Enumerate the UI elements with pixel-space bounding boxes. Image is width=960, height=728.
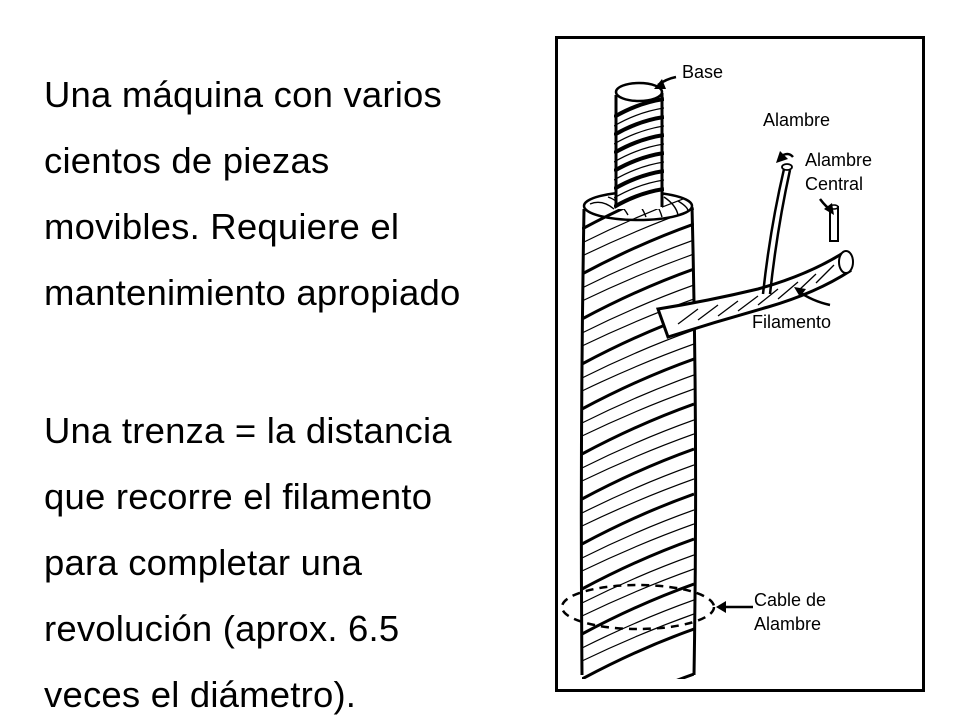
label-cable-line1: Cable de [754,590,827,610]
wire-rope-figure: Base Alambre Alambre Central Filamento C… [555,36,925,692]
label-alambre-central-line2: Central [805,174,864,194]
description-line: movibles. Requiere el [44,206,400,247]
arrow-heads [654,79,834,613]
definition-line: revolución (aprox. 6.5 [44,608,400,649]
unwrapped-strand [655,163,854,339]
definition-line: Una trenza = la distancia [44,410,452,451]
label-base: Base [682,62,724,82]
definition-line: veces el diámetro). [44,674,357,715]
label-alambre-central-line1: Alambre [805,150,873,170]
wire-rope-illustration [560,75,854,679]
rope-strands [582,199,694,679]
core-strand [614,81,664,209]
definition-paragraph: Una trenza = la distancia que recorre el… [44,398,544,728]
description-paragraph: Una máquina con varios cientos de piezas… [44,62,544,326]
description-line: cientos de piezas [44,140,330,181]
definition-line: que recorre el filamento [44,476,433,517]
label-filamento: Filamento [752,312,832,332]
description-line: Una máquina con varios [44,74,443,115]
definition-line: para completar una [44,542,363,583]
label-alambre: Alambre [763,110,831,130]
label-cable-line2: Alambre [754,614,822,634]
description-line: mantenimiento apropiado [44,272,461,313]
cross-section-marker [560,583,716,631]
